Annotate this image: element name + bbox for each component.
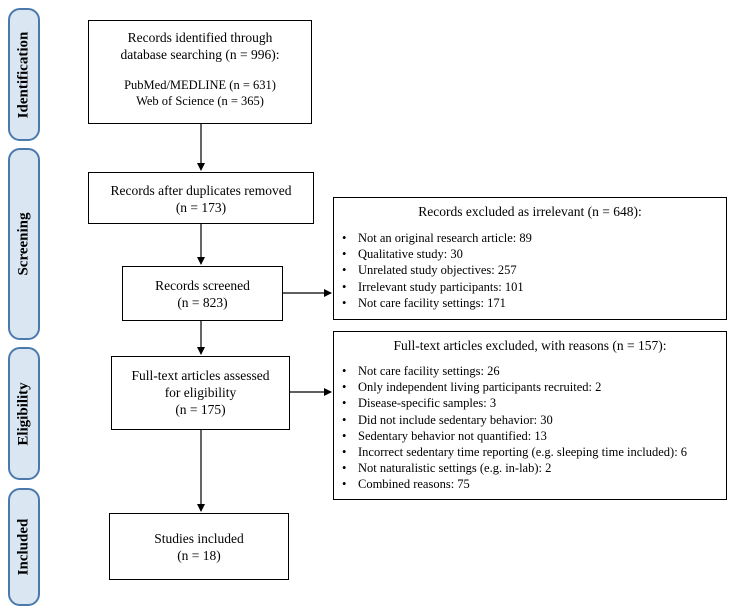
list-item: Not care facility settings: 171	[334, 295, 726, 311]
list-item: Not an original research article: 89	[334, 230, 726, 246]
phase-identification: Identification	[8, 8, 40, 141]
excluded-irrelevant-list: Not an original research article: 89 Qua…	[334, 230, 726, 311]
identified-title-line1: Records identified through	[127, 30, 273, 45]
fulltext-line2: for eligibility	[164, 385, 237, 400]
excluded-irrelevant-heading: Records excluded as irrelevant (n = 648)…	[418, 204, 642, 219]
included-line1: Studies included	[154, 531, 244, 546]
box-studies-included: Studies included (n = 18)	[109, 513, 289, 580]
list-item: Qualitative study: 30	[334, 246, 726, 262]
list-item: Unrelated study objectives: 257	[334, 262, 726, 278]
fulltext-line1: Full-text articles assessed	[131, 368, 270, 383]
list-item: Incorrect sedentary time reporting (e.g.…	[334, 444, 726, 460]
box-records-identified: Records identified through database sear…	[88, 20, 312, 124]
list-item: Irrelevant study participants: 101	[334, 279, 726, 295]
duplicates-line1: Records after duplicates removed	[110, 183, 292, 198]
screened-line1: Records screened	[155, 278, 250, 293]
duplicates-line2: (n = 173)	[175, 200, 227, 215]
list-item: Disease-specific samples: 3	[334, 395, 726, 411]
phase-screening: Screening	[8, 148, 40, 340]
list-item: Only independent living participants rec…	[334, 379, 726, 395]
identified-source-pubmed: PubMed/MEDLINE (n = 631)	[124, 78, 276, 92]
list-item: Not naturalistic settings (e.g. in-lab):…	[334, 460, 726, 476]
box-duplicates-removed: Records after duplicates removed (n = 17…	[88, 172, 314, 224]
box-excluded-irrelevant: Records excluded as irrelevant (n = 648)…	[333, 197, 727, 320]
excluded-fulltext-list: Not care facility settings: 26 Only inde…	[334, 363, 726, 493]
box-excluded-fulltext: Full-text articles excluded, with reason…	[333, 331, 727, 500]
excluded-fulltext-heading: Full-text articles excluded, with reason…	[393, 338, 667, 353]
list-item: Not care facility settings: 26	[334, 363, 726, 379]
screened-line2: (n = 823)	[177, 295, 228, 310]
list-item: Sedentary behavior not quantified: 13	[334, 428, 726, 444]
fulltext-line3: (n = 175)	[175, 402, 226, 417]
phase-eligibility: Eligibility	[8, 347, 40, 480]
list-item: Did not include sedentary behavior: 30	[334, 412, 726, 428]
included-line2: (n = 18)	[177, 548, 221, 563]
list-item: Combined reasons: 75	[334, 476, 726, 492]
identified-source-wos: Web of Science (n = 365)	[136, 94, 264, 108]
box-fulltext-assessed: Full-text articles assessed for eligibil…	[111, 356, 290, 430]
phase-included: Included	[8, 488, 40, 606]
box-records-screened: Records screened (n = 823)	[122, 266, 283, 321]
identified-title-line2: database searching (n = 996):	[120, 47, 280, 62]
